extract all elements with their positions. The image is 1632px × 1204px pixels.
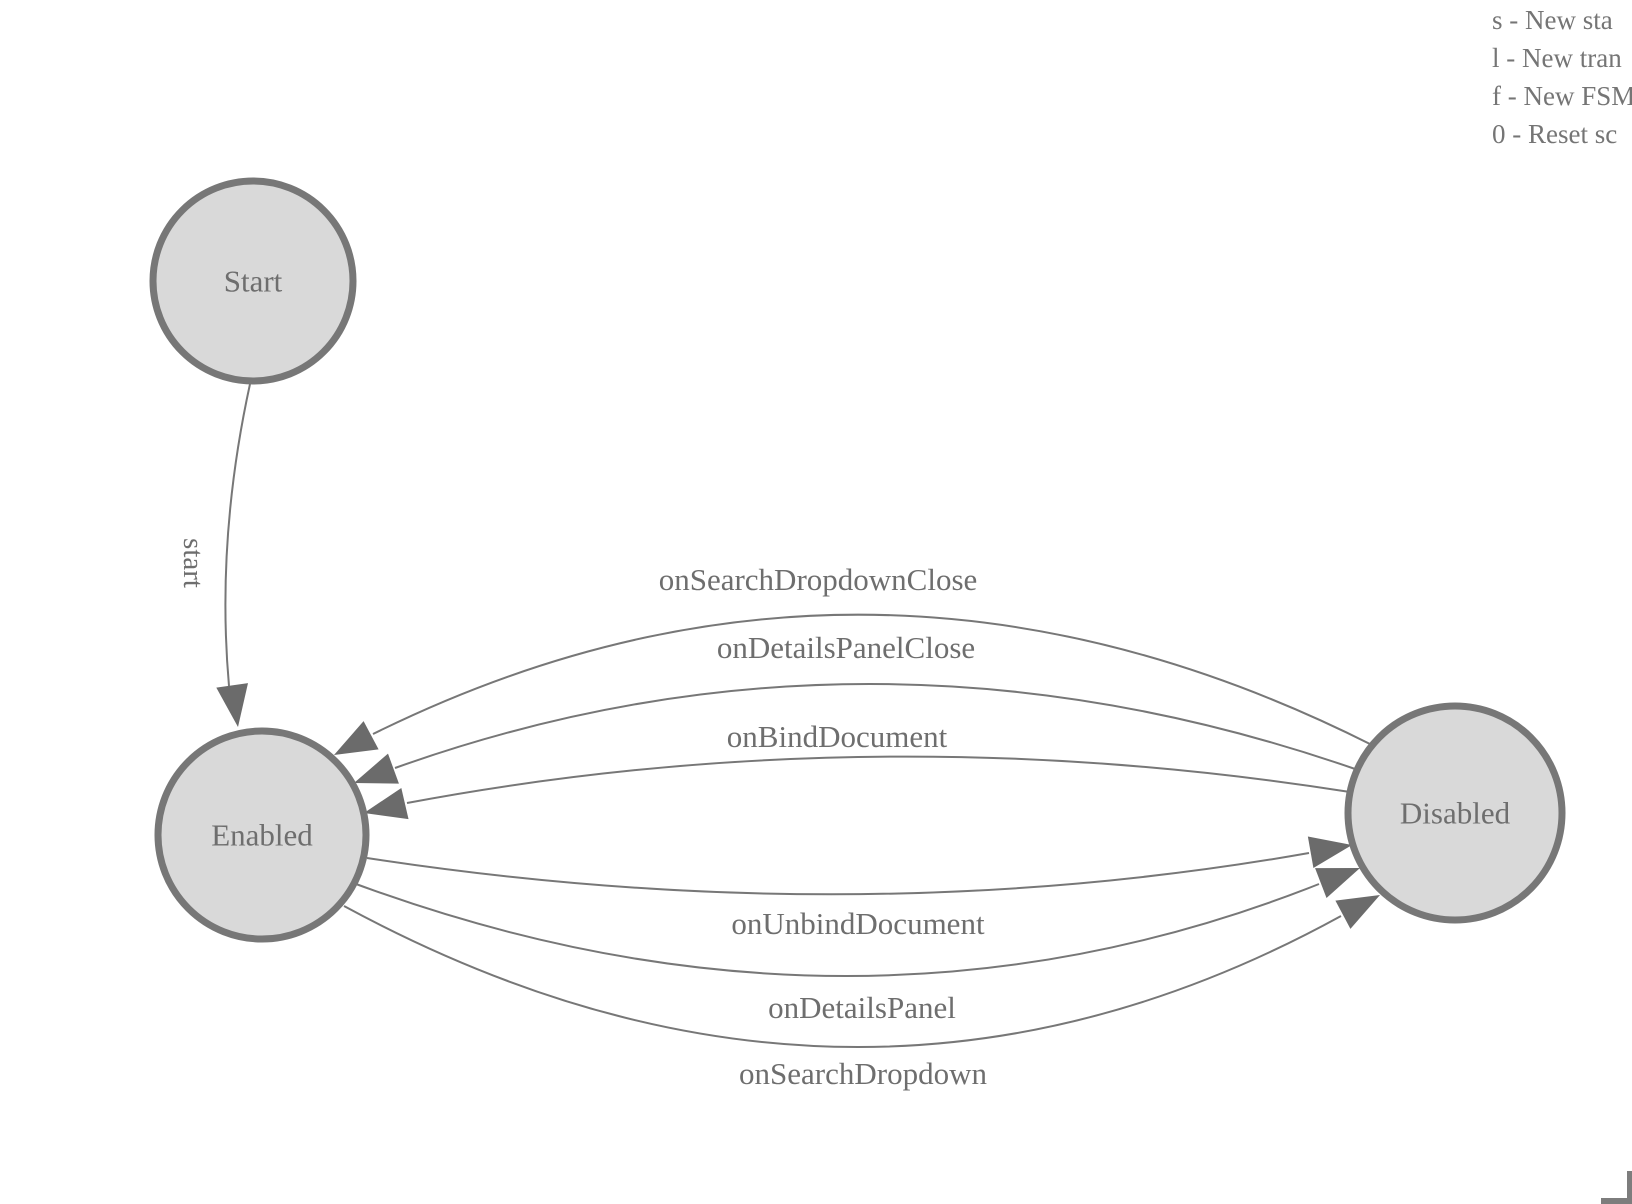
transition-curve[interactable] [224, 383, 251, 687]
state-label: Start [224, 264, 283, 299]
transition-curve[interactable] [394, 683, 1359, 771]
state-circle[interactable] [1344, 702, 1566, 924]
transition-curve[interactable] [372, 613, 1373, 746]
transition-label[interactable]: onUnbindDocument [731, 906, 985, 941]
canvas-border-corner-horizontal [1601, 1198, 1632, 1204]
transition-label[interactable]: onBindDocument [727, 719, 948, 754]
transition-start-to-enabled[interactable]: start [177, 383, 254, 729]
transition-onDetailsPanelClose[interactable]: onDetailsPanelClose [349, 630, 1359, 798]
transition-label[interactable]: onSearchDropdown [739, 1056, 987, 1091]
transition-label[interactable]: onDetailsPanelClose [717, 630, 975, 665]
transition-arrowhead-icon [1307, 836, 1352, 869]
transition-label[interactable]: start [177, 538, 209, 588]
state-label: Enabled [211, 818, 313, 853]
transition-curve[interactable] [366, 852, 1310, 896]
transition-label[interactable]: onSearchDropdownClose [659, 562, 978, 597]
transition-curve[interactable] [343, 905, 1342, 1048]
state-start[interactable]: Start [149, 177, 357, 385]
state-disabled[interactable]: Disabled [1344, 702, 1566, 924]
transition-arrowhead-icon [1335, 895, 1380, 929]
state-label: Disabled [1400, 796, 1511, 831]
transition-onUnbindDocument[interactable]: onUnbindDocument [366, 829, 1355, 941]
transition-arrowhead-icon [216, 683, 248, 727]
shortcut-legend-line: l - New tran [1492, 43, 1622, 73]
transition-curve[interactable] [406, 755, 1351, 804]
transition-onSearchDropdownClose[interactable]: onSearchDropdownClose [326, 562, 1373, 769]
state-circle[interactable] [149, 177, 357, 385]
transition-onSearchDropdown[interactable]: onSearchDropdown [343, 881, 1388, 1091]
shortcut-legend: s - New sta l - New tran f - New FSM 0 - Re… [1492, 1, 1632, 153]
transition-label[interactable]: onDetailsPanel [768, 990, 956, 1025]
state-enabled[interactable]: Enabled [154, 727, 370, 943]
transition-arrowhead-icon [334, 721, 379, 755]
transition-onDetailsPanel[interactable]: onDetailsPanel [355, 853, 1366, 1025]
shortcut-legend-line: 0 - Reset sc [1492, 119, 1618, 149]
transition-arrowhead-icon [354, 753, 399, 784]
canvas-border-corner-vertical [1627, 1171, 1632, 1204]
shortcut-legend-line: f - New FSM [1492, 81, 1632, 111]
state-circle[interactable] [154, 727, 370, 943]
shortcut-legend-line: s - New sta [1492, 5, 1613, 35]
transition-curve[interactable] [355, 883, 1320, 977]
transition-onBindDocument[interactable]: onBindDocument [360, 719, 1351, 829]
transition-arrowhead-icon [1315, 868, 1360, 898]
transition-arrowhead-icon [364, 787, 409, 820]
